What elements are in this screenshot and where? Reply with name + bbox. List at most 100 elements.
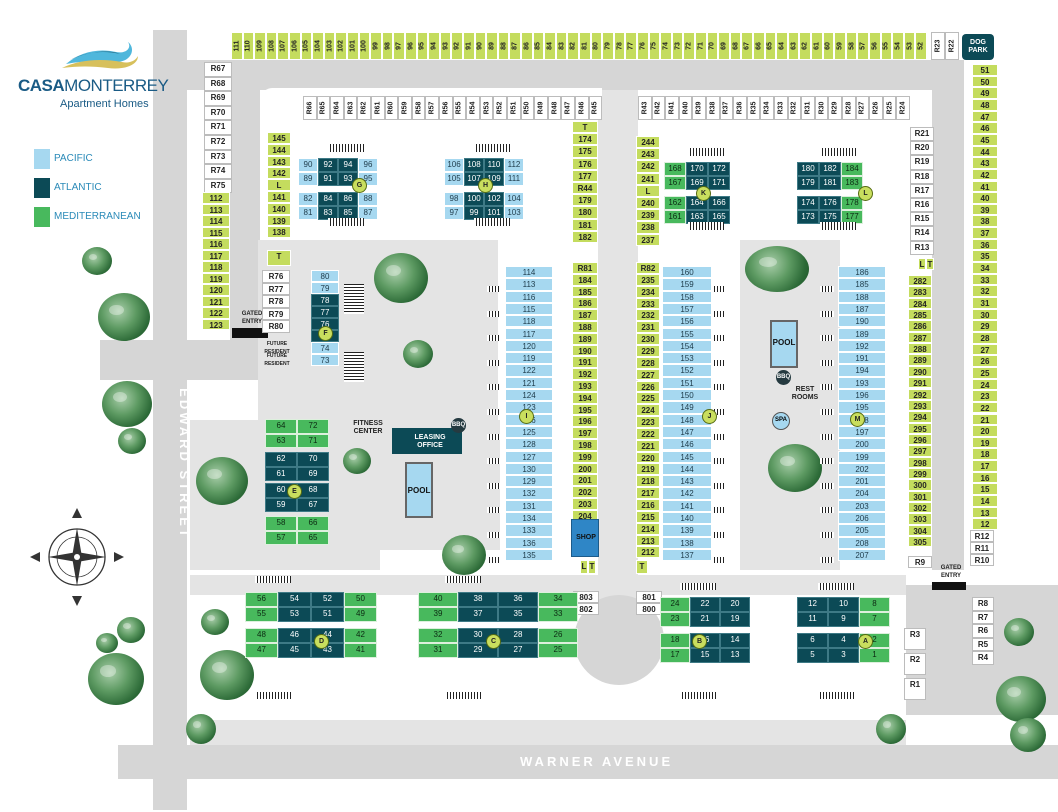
parking-stall[interactable]: 95 xyxy=(416,32,429,60)
parking-stall[interactable]: 105 xyxy=(300,32,313,60)
parking-stall[interactable]: 14 xyxy=(972,495,998,507)
unit-208[interactable]: 208 xyxy=(838,536,886,549)
parking-stall[interactable]: 89 xyxy=(486,32,498,60)
unit-129[interactable]: 129 xyxy=(505,475,553,488)
parking-stall[interactable]: 18 xyxy=(972,448,998,461)
parking-stall[interactable]: 189 xyxy=(572,332,598,345)
parking-stall[interactable]: 62 xyxy=(799,32,811,60)
unit-120[interactable]: 120 xyxy=(505,339,553,353)
parking-stall[interactable]: 36 xyxy=(972,238,998,251)
parking-stall[interactable]: 22 xyxy=(972,401,998,414)
parking-stall[interactable]: 28 xyxy=(972,331,998,344)
unit-32[interactable]: 32 xyxy=(418,628,458,643)
unit-182[interactable]: 182 xyxy=(819,162,841,176)
parking-stall[interactable]: 44 xyxy=(972,145,998,158)
parking-stall[interactable]: 103 xyxy=(323,32,336,60)
parking-stall[interactable]: 144 xyxy=(267,143,291,156)
unit-20[interactable]: 20 xyxy=(720,597,750,612)
parking-stall[interactable]: 102 xyxy=(335,32,347,60)
parking-stall[interactable]: 186 xyxy=(572,297,598,310)
parking-stall[interactable]: 184 xyxy=(572,273,598,286)
parking-stall[interactable]: R20 xyxy=(910,141,934,156)
unit-116[interactable]: 116 xyxy=(505,290,553,303)
unit-179[interactable]: 179 xyxy=(797,176,819,190)
parking-stall[interactable]: R34 xyxy=(760,96,774,120)
parking-stall[interactable]: 58 xyxy=(845,32,858,60)
unit-201[interactable]: 201 xyxy=(838,475,886,488)
parking-stall[interactable]: 230 xyxy=(636,333,660,345)
parking-stall[interactable]: 106 xyxy=(289,32,301,60)
building-label-g[interactable]: G xyxy=(352,178,367,193)
unit-115[interactable]: 115 xyxy=(505,302,553,316)
unit-171[interactable]: 171 xyxy=(708,176,730,190)
unit-127[interactable]: 127 xyxy=(505,450,553,463)
parking-stall[interactable]: R58 xyxy=(411,96,426,120)
parking-stall[interactable]: R26 xyxy=(869,96,883,120)
parking-stall[interactable]: 83 xyxy=(555,32,568,60)
parking-stall[interactable]: R54 xyxy=(466,96,480,120)
unit-119[interactable]: 119 xyxy=(505,352,553,365)
parking-stall[interactable]: 289 xyxy=(908,354,932,366)
unit-77[interactable]: 77 xyxy=(311,306,339,318)
parking-stall[interactable]: R42 xyxy=(651,96,666,120)
parking-stall[interactable]: R53 xyxy=(479,96,494,120)
parking-stall[interactable]: 54 xyxy=(892,32,904,60)
parking-stall[interactable]: 187 xyxy=(572,309,598,321)
parking-stall[interactable]: R46 xyxy=(575,96,589,120)
unit-195[interactable]: 195 xyxy=(838,401,886,414)
parking-stall[interactable]: 74 xyxy=(660,32,672,60)
unit-67[interactable]: 67 xyxy=(297,497,329,512)
unit-82[interactable]: 82 xyxy=(298,192,318,206)
parking-stall[interactable]: 107 xyxy=(277,32,289,60)
parking-stall[interactable]: 91 xyxy=(463,32,475,60)
parking-stall[interactable]: R37 xyxy=(719,96,734,120)
parking-stall[interactable]: R22 xyxy=(945,32,959,60)
parking-stall[interactable]: 46 xyxy=(972,122,998,134)
unit-84[interactable]: 84 xyxy=(318,192,338,206)
unit-90[interactable]: 90 xyxy=(298,158,318,172)
parking-stall[interactable]: 64 xyxy=(776,32,788,60)
parking-stall[interactable]: 69 xyxy=(718,32,730,60)
parking-stall[interactable]: 294 xyxy=(908,411,932,423)
unit-12[interactable]: 12 xyxy=(797,597,828,612)
parking-stall[interactable]: 200 xyxy=(572,462,598,475)
unit-207[interactable]: 207 xyxy=(838,548,886,562)
parking-stall[interactable]: 87 xyxy=(509,32,521,60)
unit-14[interactable]: 14 xyxy=(720,633,750,648)
parking-stall[interactable]: R27 xyxy=(855,96,870,120)
unit-94[interactable]: 94 xyxy=(338,158,358,172)
parking-stall[interactable]: R44 xyxy=(572,182,598,195)
unit-172[interactable]: 172 xyxy=(708,162,730,176)
parking-stall[interactable]: R1 xyxy=(904,678,926,700)
parking-stall[interactable]: 196 xyxy=(572,415,598,428)
parking-stall[interactable]: 120 xyxy=(202,284,230,296)
building-label-a[interactable]: A xyxy=(858,634,873,649)
parking-stall[interactable]: 78 xyxy=(613,32,626,60)
parking-stall[interactable]: 29 xyxy=(972,320,998,332)
unit-191[interactable]: 191 xyxy=(838,352,886,365)
parking-stall[interactable]: 286 xyxy=(908,320,932,332)
building-label-d[interactable]: D xyxy=(314,634,329,649)
parking-stall[interactable]: R63 xyxy=(343,96,358,120)
parking-stall[interactable]: 237 xyxy=(636,233,660,246)
parking-stall[interactable]: 231 xyxy=(636,321,660,334)
unit-152[interactable]: 152 xyxy=(662,364,712,377)
parking-stall[interactable]: 138 xyxy=(267,226,291,239)
parking-stall[interactable]: R2 xyxy=(904,653,926,675)
unit-183[interactable]: 183 xyxy=(841,176,863,190)
unit-53[interactable]: 53 xyxy=(278,607,311,622)
unit-158[interactable]: 158 xyxy=(662,290,712,303)
unit-66[interactable]: 66 xyxy=(297,516,329,531)
parking-stall[interactable]: R39 xyxy=(692,96,706,120)
parking-stall[interactable]: 305 xyxy=(908,536,932,548)
unit-15[interactable]: 15 xyxy=(690,648,720,663)
unit-65[interactable]: 65 xyxy=(297,530,329,545)
unit-26[interactable]: 26 xyxy=(538,628,578,643)
parking-stall[interactable]: R23 xyxy=(931,32,945,60)
parking-stall[interactable]: 298 xyxy=(908,456,932,468)
building-label-e[interactable]: E xyxy=(287,484,302,499)
unit-42[interactable]: 42 xyxy=(344,628,377,643)
parking-stall[interactable]: 239 xyxy=(636,209,660,222)
parking-stall[interactable]: 43 xyxy=(972,157,998,169)
parking-stall[interactable]: 70 xyxy=(706,32,719,60)
